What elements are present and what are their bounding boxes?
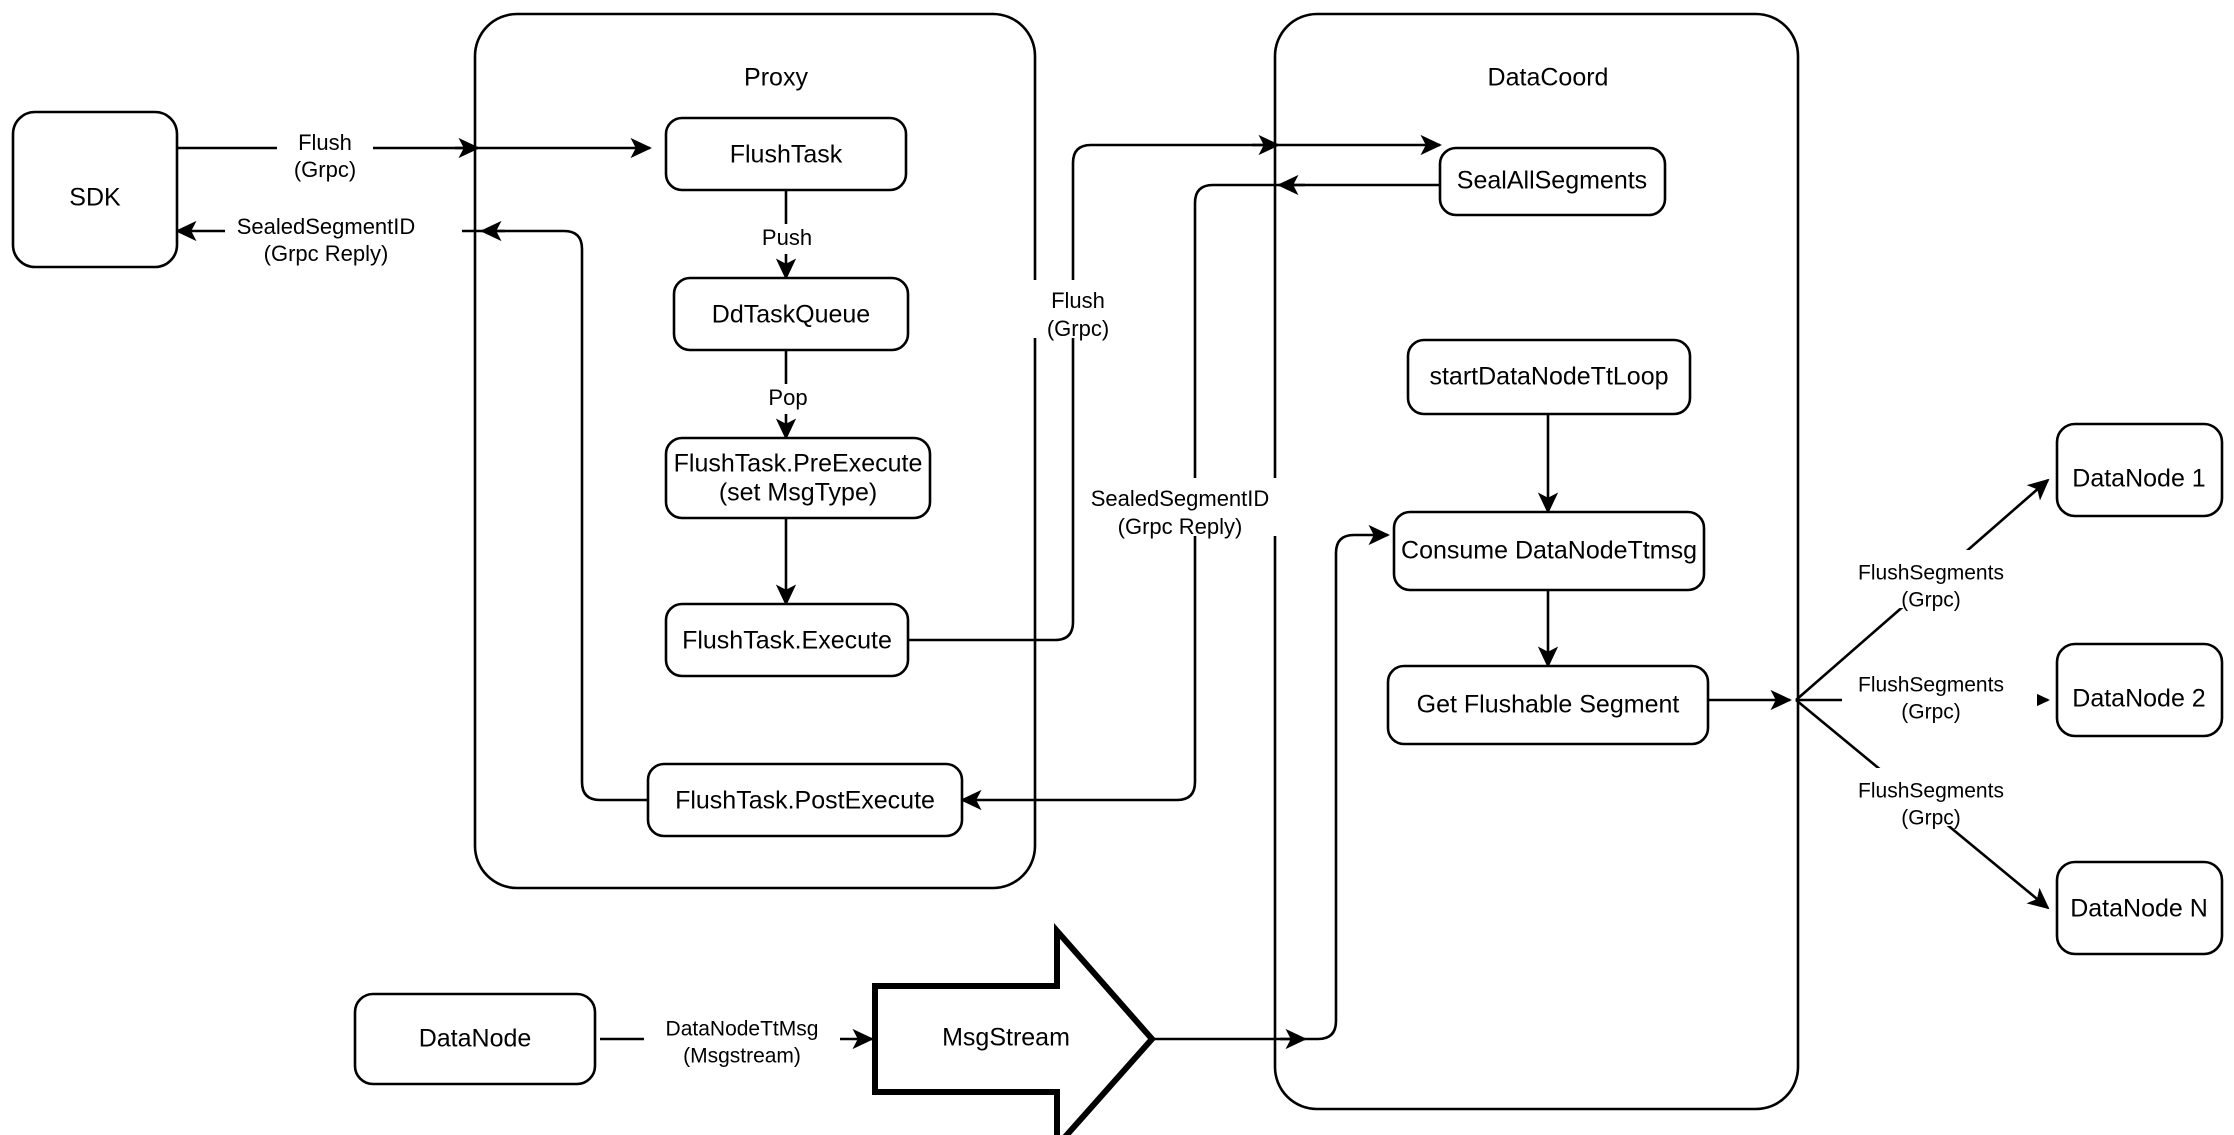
node-flushtask-postexecute-rect[interactable] — [646, 762, 964, 838]
node-sealallsegments-label: SealAllSegments — [1457, 167, 1647, 195]
edge-label-proxy-to-sdk-line2: (Grpc Reply) — [264, 241, 389, 266]
edge-label-proxy-to-datacoord-bg — [1030, 280, 1126, 338]
container-datacoord-label: DataCoord — [1488, 64, 1609, 92]
node-sdk[interactable]: SDK — [11, 110, 179, 269]
edge-label-datacoord-to-proxy: SealedSegmentID (Grpc Reply) — [1090, 478, 1290, 539]
edge-label-flushsegments-n-bg — [1842, 768, 2037, 826]
node-flushtask-execute-rect[interactable] — [664, 602, 910, 678]
container-proxy-label-bg — [718, 62, 792, 94]
node-flushtask[interactable]: FlushTask — [664, 116, 908, 192]
node-datanode-1-label: DataNode 1 — [2072, 465, 2205, 493]
edge-label-datacoord-to-proxy-bg — [1090, 478, 1290, 536]
node-flushtask-postexecute-label: FlushTask.PostExecute — [675, 787, 935, 815]
edge-label-sdk-to-proxy-bg — [277, 124, 373, 180]
edge-label-flushsegments-n-line1: FlushSegments — [1858, 780, 2004, 803]
node-msgstream-arrow-shape[interactable] — [872, 923, 1157, 1135]
edge-label-flushsegments-n-line2: (Grpc) — [1901, 807, 1961, 830]
node-sealallsegments-rect[interactable] — [1438, 146, 1667, 217]
edge-label-datacoord-to-proxy-line2: (Grpc Reply) — [1118, 514, 1243, 539]
node-consume-datanode-ttmsg-rect[interactable] — [1392, 510, 1706, 592]
node-datanode-2-label: DataNode 2 — [2072, 685, 2205, 713]
edge-label-flushsegments-2-bg — [1842, 662, 2037, 720]
node-flushtask-execute-label: FlushTask.Execute — [682, 627, 892, 655]
edge-label-datacoord-to-proxy-line1: SealedSegmentID — [1091, 486, 1270, 511]
edge-label-flushsegments-1-line1: FlushSegments — [1858, 562, 2004, 585]
edge-label-sdk-to-proxy-line1: Flush — [298, 130, 352, 155]
edge-label-proxy-to-datacoord-line2: (Grpc) — [1047, 316, 1109, 341]
edge-label-flushsegments-1-bg — [1842, 550, 2037, 608]
node-get-flushable-segment-rect[interactable] — [1386, 664, 1710, 746]
edge-label-sdk-to-proxy: Flush (Grpc) — [277, 124, 373, 182]
node-datanode-1[interactable]: DataNode 1 — [2055, 422, 2224, 518]
edge-label-pop: Pop — [760, 384, 816, 414]
node-datanode-n-label: DataNode N — [2070, 895, 2208, 923]
node-ddtaskqueue-rect[interactable] — [672, 276, 910, 352]
node-sealallsegments[interactable]: SealAllSegments — [1438, 146, 1667, 217]
node-start-datanode-ttloop-rect[interactable] — [1406, 338, 1692, 416]
node-msgstream-label: MsgStream — [942, 1024, 1070, 1052]
node-ddtaskqueue-label: DdTaskQueue — [712, 301, 870, 329]
node-sdk-rect[interactable] — [11, 110, 179, 269]
node-consume-datanode-ttmsg-label: Consume DataNodeTtmsg — [1401, 537, 1697, 565]
node-flushtask-execute[interactable]: FlushTask.Execute — [664, 602, 910, 678]
node-flushtask-preexecute-label-line1: FlushTask.PreExecute — [674, 450, 923, 478]
edge-label-datanode-ttmsg-bg — [644, 1012, 840, 1068]
node-ddtaskqueue[interactable]: DdTaskQueue — [672, 276, 910, 352]
container-proxy — [473, 12, 1037, 890]
edge-label-push-bg — [756, 224, 818, 254]
edge-execute-to-sealallsegments — [908, 134, 1442, 642]
node-flushtask-rect[interactable] — [664, 116, 908, 192]
edge-label-flushsegments-2-line1: FlushSegments — [1858, 674, 2004, 697]
node-datanode-1-rect[interactable] — [2055, 422, 2224, 518]
edge-label-push: Push — [762, 225, 812, 250]
node-sdk-label: SDK — [69, 184, 121, 212]
container-datacoord-label-bg — [1480, 62, 1620, 94]
node-start-datanode-ttloop[interactable]: startDataNodeTtLoop — [1406, 338, 1692, 416]
edge-label-proxy-to-sdk: SealedSegmentID (Grpc Reply) — [225, 206, 462, 266]
node-datanode-2[interactable]: DataNode 2 — [2055, 642, 2224, 738]
edge-label-proxy-to-sdk-bg — [225, 206, 462, 264]
edge-label-flushsegments-1-line2: (Grpc) — [1901, 589, 1961, 612]
node-msgstream[interactable]: MsgStream — [872, 923, 1157, 1135]
node-datanode-bottom-rect[interactable] — [353, 992, 597, 1086]
node-datanode-2-rect[interactable] — [2055, 642, 2224, 738]
edge-label-proxy-to-datacoord: Flush (Grpc) — [1030, 280, 1126, 341]
edge-label-datanode-ttmsg-line2: (Msgstream) — [683, 1045, 801, 1068]
container-datacoord — [1273, 12, 1800, 1111]
node-datanode-n[interactable]: DataNode N — [2055, 860, 2224, 956]
edge-postexecute-to-sdk — [175, 220, 650, 802]
edge-label-pop-bg — [760, 384, 816, 414]
node-get-flushable-segment[interactable]: Get Flushable Segment — [1386, 664, 1710, 746]
node-start-datanode-ttloop-label: startDataNodeTtLoop — [1429, 363, 1668, 391]
edge-label-push: Push — [756, 224, 818, 254]
edge-label-flushsegments-1: FlushSegments (Grpc) — [1842, 550, 2037, 612]
container-proxy-label: Proxy — [744, 64, 808, 92]
node-get-flushable-segment-label: Get Flushable Segment — [1417, 691, 1680, 719]
node-flushtask-preexecute[interactable]: FlushTask.PreExecute (set MsgType) — [664, 436, 932, 520]
edge-label-pop: Pop — [768, 385, 807, 410]
node-datanode-n-rect[interactable] — [2055, 860, 2224, 956]
node-consume-datanode-ttmsg[interactable]: Consume DataNodeTtmsg — [1392, 510, 1706, 592]
edge-label-sdk-to-proxy-line2: (Grpc) — [294, 157, 356, 182]
edge-label-flushsegments-2: FlushSegments (Grpc) — [1842, 662, 2037, 724]
node-flushtask-preexecute-label-line2: (set MsgType) — [719, 479, 877, 507]
edge-label-datanode-ttmsg-line1: DataNodeTtMsg — [666, 1018, 819, 1041]
node-flushtask-postexecute[interactable]: FlushTask.PostExecute — [646, 762, 964, 838]
edge-label-flushsegments-2-line2: (Grpc) — [1901, 701, 1961, 724]
node-flushtask-preexecute-rect[interactable] — [664, 436, 932, 520]
node-flushtask-label: FlushTask — [730, 141, 843, 169]
edge-label-datanode-ttmsg: DataNodeTtMsg (Msgstream) — [644, 1012, 840, 1068]
node-datanode-bottom-label: DataNode — [419, 1025, 532, 1053]
edge-label-flushsegments-n: FlushSegments (Grpc) — [1842, 768, 2037, 830]
node-datanode-bottom[interactable]: DataNode — [353, 992, 597, 1086]
edge-label-proxy-to-sdk-line1: SealedSegmentID — [237, 214, 416, 239]
edge-label-proxy-to-datacoord-line1: Flush — [1051, 288, 1105, 313]
edge-datacoord-rail-to-consume — [1280, 524, 1390, 1041]
